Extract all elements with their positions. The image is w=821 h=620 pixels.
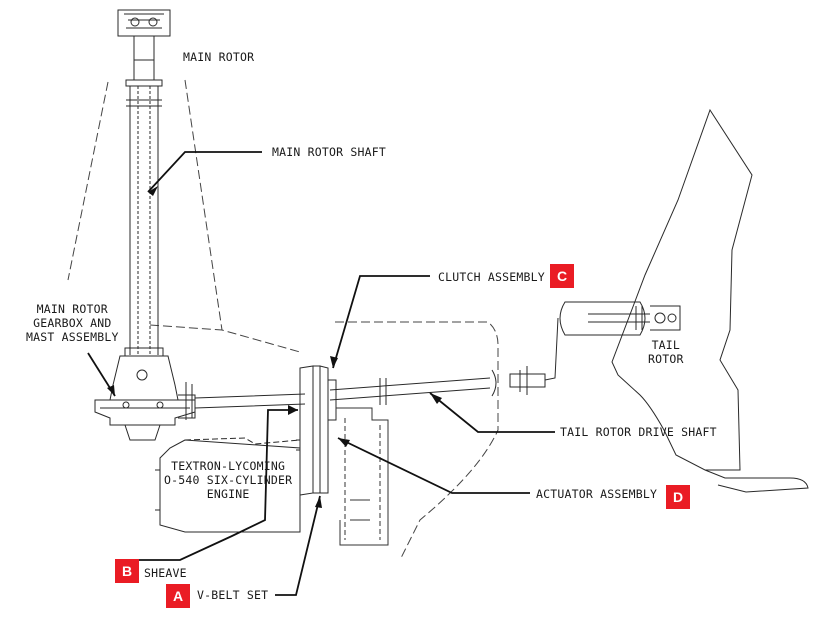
clutch-pulleys [296,365,337,496]
main-rotor-gearbox [94,355,196,441]
airframe-outline [67,79,499,561]
label-engine: TEXTRON-LYCOMING O-540 SIX-CYLINDER ENGI… [164,459,293,501]
actuator-bracket [336,407,389,546]
drive-shaft [185,317,559,420]
main-rotor-head [117,9,171,61]
badge-a: A [166,584,190,608]
label-clutch-assembly: CLUTCH ASSEMBLY [438,270,545,284]
engine-outline [155,437,301,533]
main-rotor-mast [124,60,164,357]
label-tail-rotor-drive-shaft: TAIL ROTOR DRIVE SHAFT [560,425,717,439]
label-gearbox: MAIN ROTOR GEARBOX AND MAST ASSEMBLY [26,302,119,344]
label-tail-rotor: TAIL ROTOR [648,338,684,366]
arrowheads [107,186,442,508]
label-main-rotor: MAIN ROTOR [183,50,255,64]
badge-c: C [550,264,574,288]
tail-rotor-assembly [559,301,681,336]
vertical-fin [611,108,809,493]
badge-d: D [666,485,690,509]
label-v-belt-set: V-BELT SET [197,588,269,602]
badge-b: B [115,559,139,583]
label-sheave: SHEAVE [144,566,187,580]
label-actuator-assembly: ACTUATOR ASSEMBLY [536,487,658,501]
label-main-rotor-shaft: MAIN ROTOR SHAFT [272,145,386,159]
